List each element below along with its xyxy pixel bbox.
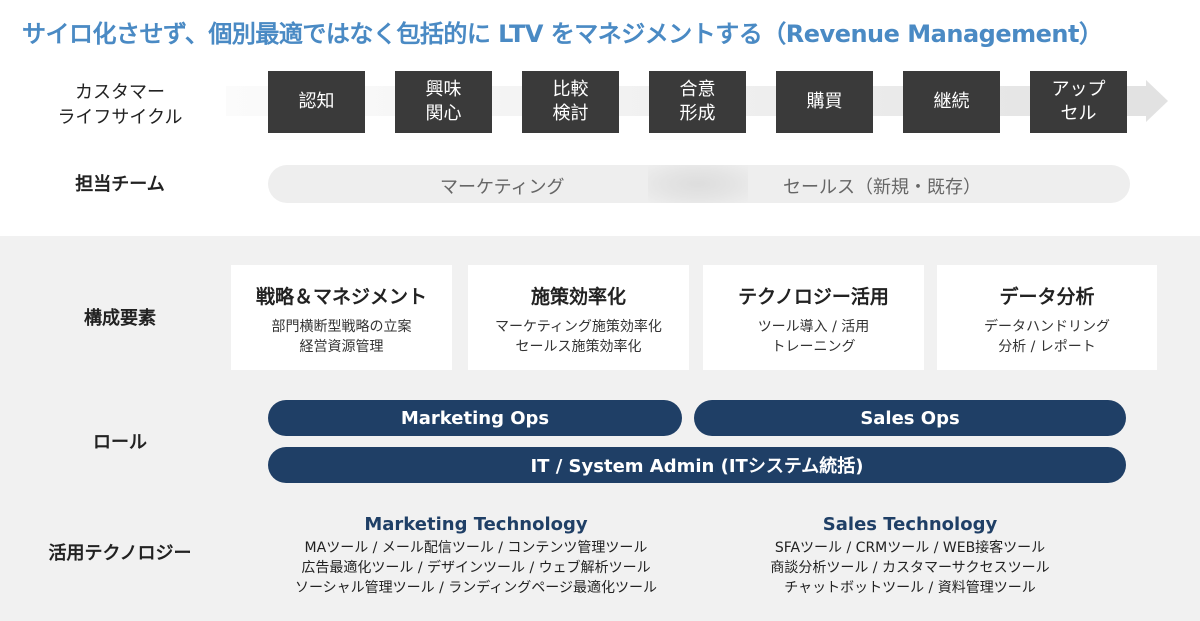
component-card-data: データ分析 データハンドリング 分析 / レポート [937, 265, 1157, 370]
lifecycle-label-line1: カスタマー [75, 82, 165, 103]
page-title: サイロ化させず、個別最適ではなく包括的に LTV をマネジメントする（Reven… [22, 20, 1103, 48]
component-title: テクノロジー活用 [738, 286, 889, 308]
marketing-technology-line: 広告最適化ツール / デザインツール / ウェブ解析ツール [301, 560, 651, 576]
lifecycle-label: カスタマー ライフサイクル [40, 80, 200, 130]
team-marketing: マーケティング [440, 177, 565, 198]
stage-comparison: 比較 検討 [522, 71, 619, 133]
team-sales: セールス（新規・既存） [783, 177, 981, 198]
role-label: ロール [93, 432, 147, 453]
stage-awareness: 認知 [268, 71, 365, 133]
stage-interest: 興味 関心 [395, 71, 492, 133]
role-marketing-ops: Marketing Ops [268, 400, 682, 436]
component-line: 経営資源管理 [299, 339, 384, 355]
component-card-strategy: 戦略＆マネジメント 部門横断型戦略の立案 経営資源管理 [231, 265, 452, 370]
component-line: ツール導入 / 活用 [757, 319, 870, 335]
component-line: トレーニング [771, 339, 856, 355]
sales-technology-line: 商談分析ツール / カスタマーサクセスツール [770, 560, 1050, 576]
stage-purchase: 購買 [776, 71, 873, 133]
marketing-technology-heading: Marketing Technology [364, 514, 588, 535]
stage-agreement: 合意 形成 [649, 71, 746, 133]
component-title: 戦略＆マネジメント [255, 286, 427, 308]
component-card-efficiency: 施策効率化 マーケティング施策効率化 セールス施策効率化 [468, 265, 689, 370]
lifecycle-arrow-head [1146, 80, 1168, 122]
lifecycle-label-line2: ライフサイクル [57, 107, 183, 128]
components-label: 構成要素 [84, 308, 156, 329]
team-bar-blend [648, 165, 748, 203]
component-line: 分析 / レポート [998, 339, 1096, 355]
stage-upsell: アップ セル [1030, 71, 1127, 133]
technology-label: 活用テクノロジー [48, 543, 192, 564]
marketing-technology-line: ソーシャル管理ツール / ランディングページ最適化ツール [294, 580, 658, 596]
sales-technology-heading: Sales Technology [822, 514, 998, 535]
role-sales-ops: Sales Ops [694, 400, 1126, 436]
sales-technology-line: SFAツール / CRMツール / WEB接客ツール [774, 540, 1046, 556]
component-card-technology: テクノロジー活用 ツール導入 / 活用 トレーニング [703, 265, 924, 370]
sales-technology-line: チャットボットツール / 資料管理ツール [784, 580, 1036, 596]
stage-retention: 継続 [903, 71, 1000, 133]
component-title: データ分析 [999, 286, 1095, 308]
component-line: 部門横断型戦略の立案 [271, 319, 412, 335]
component-line: データハンドリング [984, 319, 1110, 335]
component-line: マーケティング施策効率化 [495, 319, 662, 335]
team-label: 担当チーム [75, 174, 165, 195]
component-title: 施策効率化 [530, 286, 626, 308]
component-line: セールス施策効率化 [515, 339, 642, 355]
marketing-technology-line: MAツール / メール配信ツール / コンテンツ管理ツール [304, 540, 648, 556]
role-it-admin: IT / System Admin (ITシステム統括) [268, 447, 1126, 483]
